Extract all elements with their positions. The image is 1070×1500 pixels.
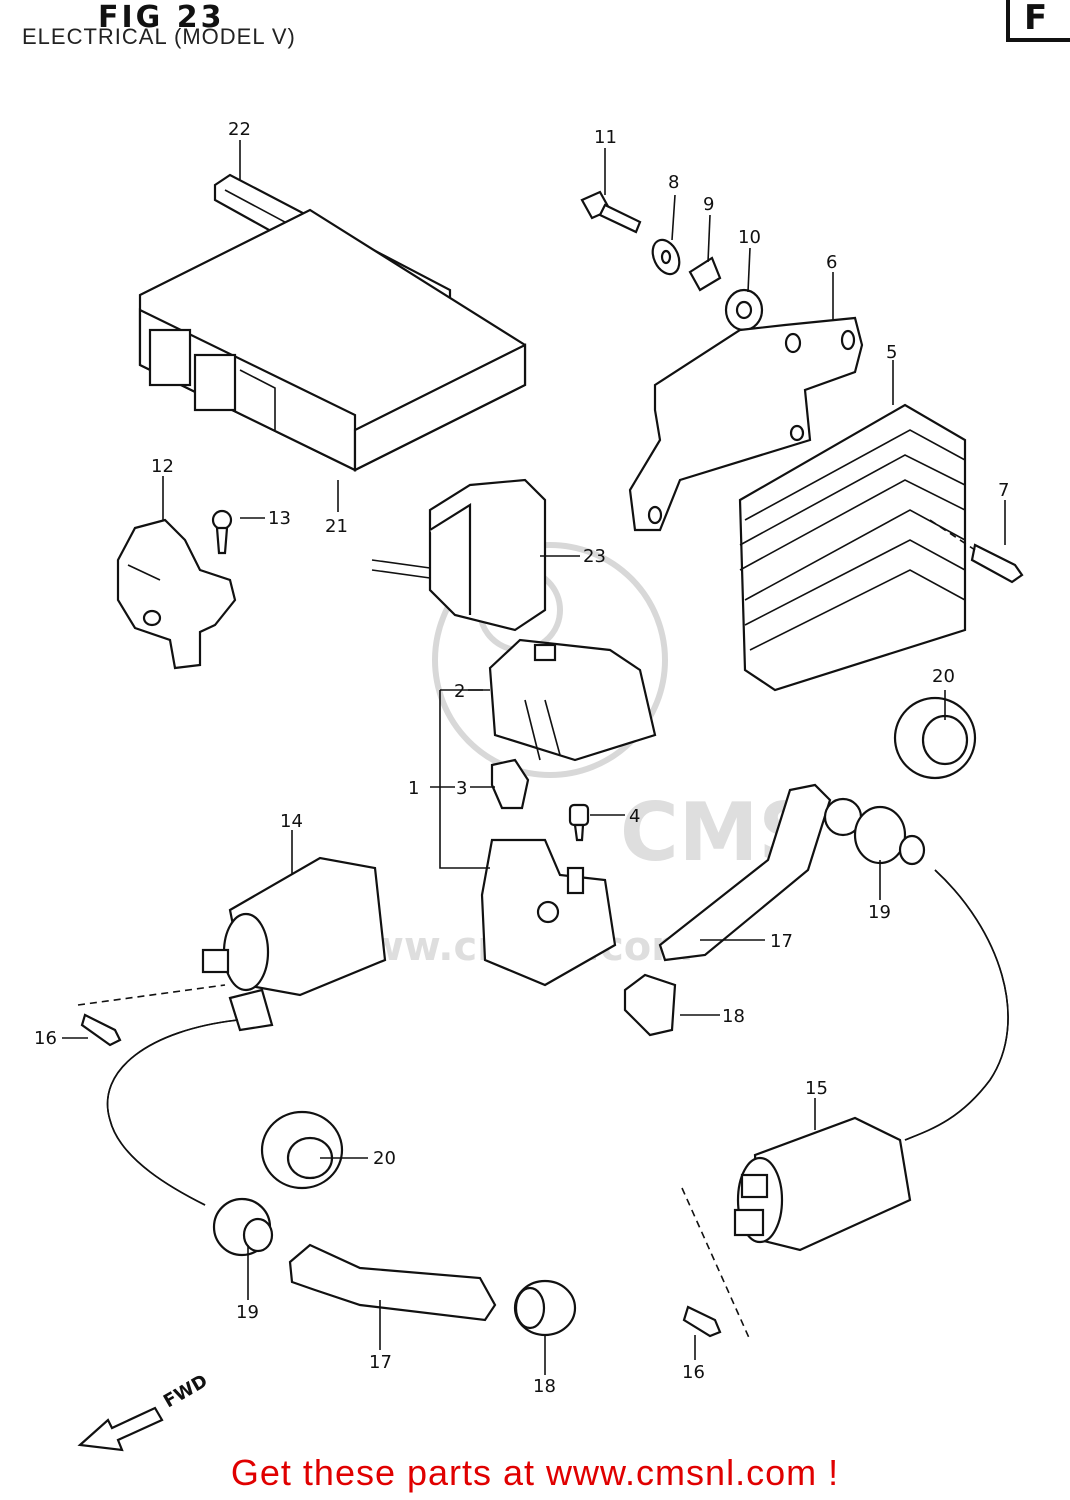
part-16-bolt-right[interactable] (682, 1305, 722, 1338)
callout-17-lower: 17 (369, 1352, 392, 1373)
callout-19-upper: 19 (868, 902, 891, 923)
part-10-nut[interactable] (724, 288, 764, 332)
callout-21: 21 (325, 516, 348, 537)
callout-4: 4 (629, 806, 640, 827)
footer-link[interactable]: Get these parts at www.cmsnl.com ! (230, 1452, 840, 1493)
part-23-relay[interactable] (371, 478, 547, 632)
callout-16-right: 16 (682, 1362, 705, 1383)
leader-16b (681, 1187, 751, 1341)
section-letter: F (1024, 0, 1048, 38)
forward-label: FWD (160, 1371, 211, 1413)
part-19-clamp-upper[interactable] (853, 805, 926, 866)
part-6-bracket[interactable] (628, 316, 864, 532)
callout-19-lower: 19 (236, 1302, 259, 1323)
section-frame (1006, 0, 1070, 42)
part-13-screw[interactable] (211, 509, 233, 555)
callout-10: 10 (738, 227, 761, 248)
hose-right[interactable] (904, 869, 1009, 1141)
leader-16a (77, 984, 226, 1006)
callout-15: 15 (805, 1078, 828, 1099)
callout-1: 1 (408, 778, 419, 799)
callout-23: 23 (583, 546, 606, 567)
callout-22: 22 (228, 119, 251, 140)
forward-arrow-icon: FWD (77, 1371, 211, 1452)
callout-20-upper: 20 (932, 666, 955, 687)
part-20-grommet-upper[interactable] (893, 696, 977, 780)
part-21-ecu[interactable] (138, 208, 527, 472)
part-7-screw[interactable] (929, 519, 1024, 584)
callout-11: 11 (594, 127, 617, 148)
callout-2: 2 (454, 681, 465, 702)
part-9-collar[interactable] (688, 256, 722, 292)
callout-18-upper: 18 (722, 1006, 745, 1027)
figure-title: FIG 23 (98, 0, 225, 35)
part-15-pump[interactable] (733, 1116, 912, 1252)
callout-5: 5 (886, 342, 897, 363)
callout-16-left: 16 (34, 1028, 57, 1049)
callout-12: 12 (151, 456, 174, 477)
callout-7: 7 (998, 480, 1009, 501)
part-8-washer[interactable] (648, 236, 685, 279)
part-4-fuse[interactable] (568, 803, 590, 842)
part-3-fuse[interactable] (490, 758, 530, 810)
callout-20-lower: 20 (373, 1148, 396, 1169)
part-14-pump[interactable] (201, 856, 387, 1032)
part-19-clamp-left[interactable] (212, 1197, 274, 1257)
callout-14: 14 (280, 811, 303, 832)
starter-relay-base[interactable] (480, 838, 617, 987)
figure-subtitle: ELECTRICAL (MODEL V) (22, 24, 296, 49)
part-5-regulator[interactable] (738, 403, 967, 692)
part-17-hose-upper[interactable] (658, 783, 863, 962)
callout-13: 13 (268, 508, 291, 529)
part-16-bolt-left[interactable] (80, 1013, 122, 1047)
part-11-bolt[interactable] (580, 190, 642, 234)
part-2-cover[interactable] (488, 638, 657, 762)
hose-left[interactable] (106, 1019, 239, 1206)
callout-8: 8 (668, 172, 679, 193)
part-12-sensor[interactable] (116, 518, 237, 670)
callout-9: 9 (703, 194, 714, 215)
part-17-hose-bottom[interactable] (288, 1243, 497, 1322)
part-18-cap-bottom[interactable] (513, 1279, 577, 1337)
part-18-cap-upper[interactable] (623, 973, 677, 1037)
callout-17-upper: 17 (770, 931, 793, 952)
callout-18-lower: 18 (533, 1376, 556, 1397)
callout-3: 3 (456, 778, 467, 799)
callouts: 22 11 8 9 10 6 5 7 12 13 21 23 2 1 3 4 1… (34, 119, 1009, 1397)
group-bracket (439, 690, 490, 869)
part-20-grommet-left[interactable] (260, 1110, 344, 1190)
callout-6: 6 (826, 252, 837, 273)
leader-lines (62, 140, 1006, 1375)
